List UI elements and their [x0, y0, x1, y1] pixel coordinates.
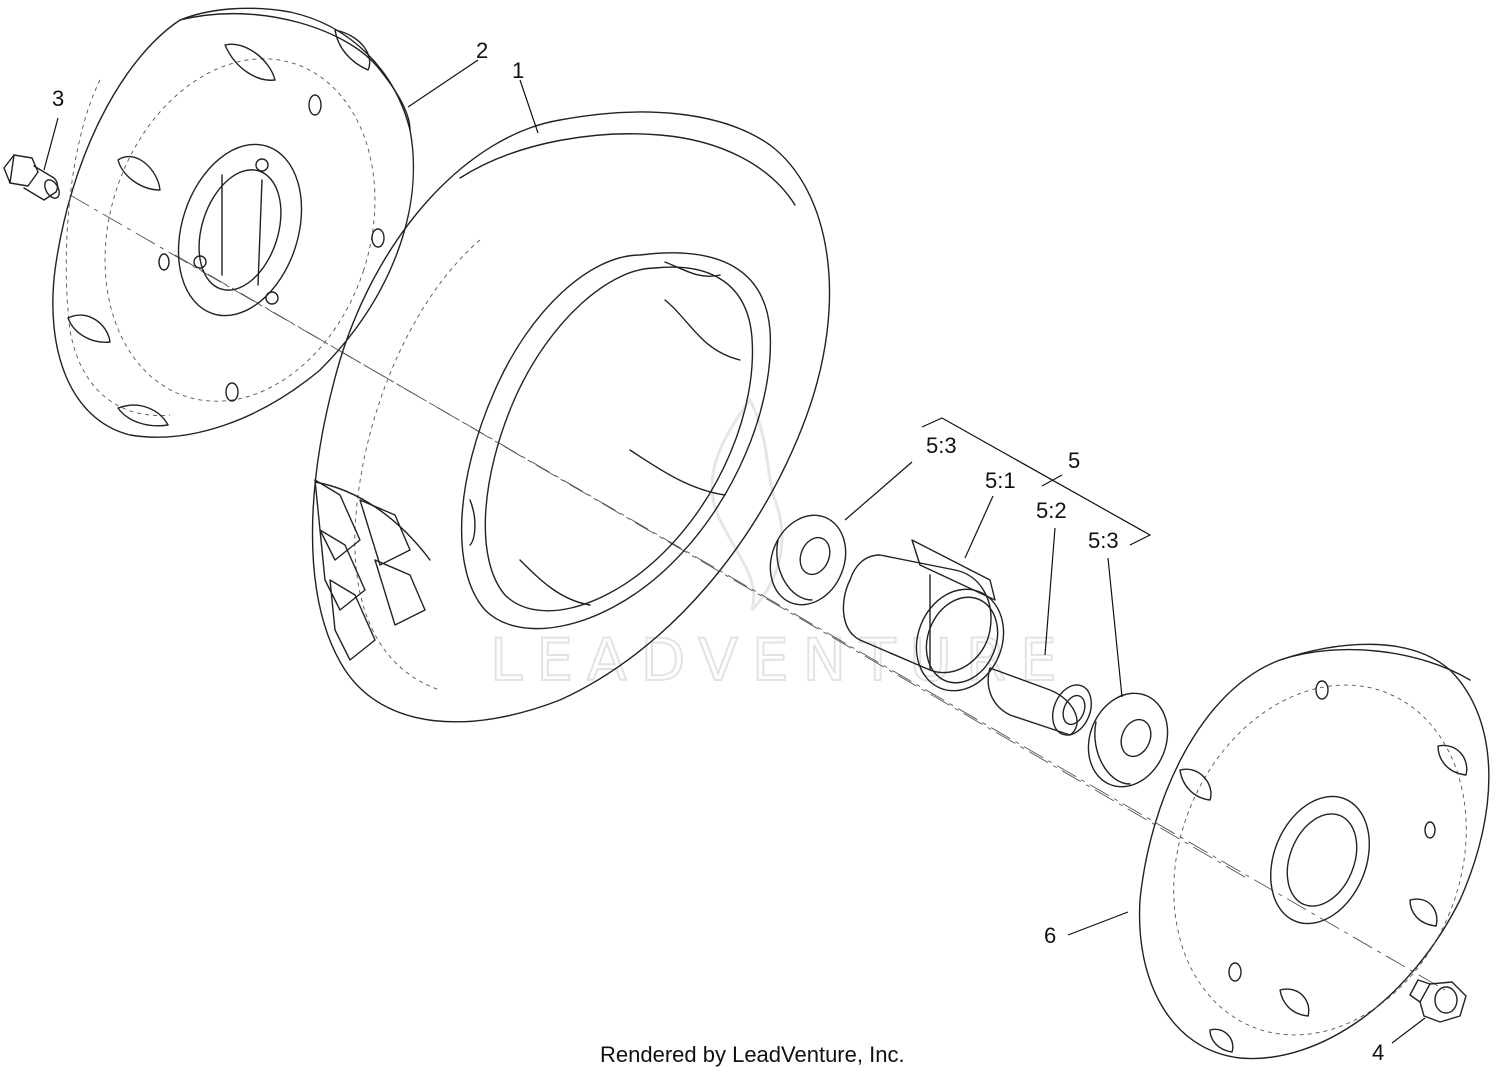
render-credit: Rendered by LeadVenture, Inc. — [600, 1042, 905, 1067]
watermark-text: LEADVENTURE — [490, 626, 1071, 694]
hub-sleeve — [842, 539, 1005, 692]
nut — [1409, 979, 1467, 1023]
callout-5-2: 5:2 — [1036, 498, 1067, 523]
bearing-left — [769, 514, 847, 606]
callout-2: 2 — [476, 38, 488, 63]
callout-4: 4 — [1372, 1040, 1384, 1065]
assembly-axis-lines — [69, 194, 1446, 991]
bearing-right — [1087, 692, 1169, 788]
callout-6: 6 — [1044, 923, 1056, 948]
callout-1: 1 — [512, 58, 524, 83]
callout-5-3-left: 5:3 — [926, 433, 957, 458]
watermark-logo: LEADVENTURE — [489, 397, 1071, 695]
callout-labels: 2 1 3 5:3 5 5:1 5:2 5:3 6 4 — [52, 38, 1384, 1065]
wheel-half-left — [52, 7, 415, 438]
leader-lines — [43, 59, 1426, 1044]
kit-bracket — [921, 417, 1152, 546]
callout-3: 3 — [52, 86, 64, 111]
tire — [311, 111, 831, 723]
callout-5-1: 5:1 — [985, 468, 1016, 493]
bolt — [3, 154, 60, 201]
spacer-tube — [987, 667, 1093, 736]
wheel-half-right — [1138, 643, 1490, 1060]
callout-5: 5 — [1068, 448, 1080, 473]
callout-5-3-right: 5:3 — [1088, 528, 1119, 553]
